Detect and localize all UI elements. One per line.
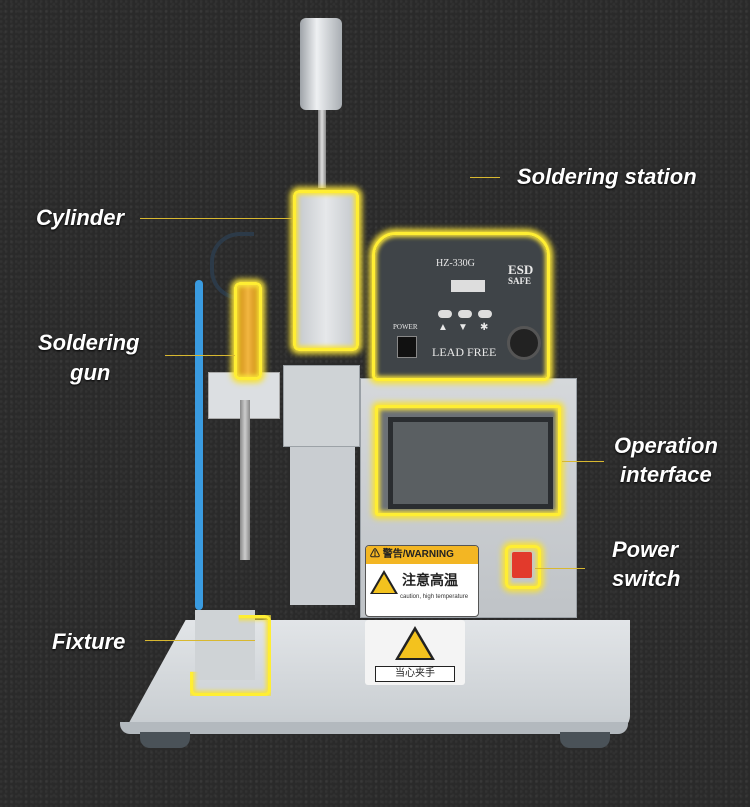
base-plate-edge [120,722,628,734]
soldering-station-label: Soldering station [517,164,697,189]
soldering-tip [240,400,250,560]
station-set-button[interactable] [478,310,492,318]
warning-en: /WARNING [402,549,454,560]
warning-sticker: ⚠ 警告/WARNING 注意高温 caution, high temperat… [365,545,479,617]
pinch-label: 当心夹手 [375,666,455,682]
soldering-gun-label-2: gun [70,360,111,385]
lead-free-label: LEAD FREE [432,345,497,359]
interface-leader [562,461,604,462]
station-lcd [451,280,485,292]
cylinder-cap [300,18,342,110]
power-switch[interactable] [512,552,532,578]
operation-interface-label-1: Operation [614,433,718,458]
operation-interface-label-2: interface [620,462,712,487]
esd-label: ESD [508,262,534,277]
asterisk-icon: ✱ [480,322,489,333]
soldering-gun-label-1: Soldering [38,330,140,355]
hand-pinch-icon-fill [399,631,431,658]
station-power-switch[interactable] [397,336,417,358]
piston-rod [318,110,326,188]
fixture-leader [145,640,255,641]
fixture-cylinder [195,610,255,680]
down-arrow-icon: ▼ [458,322,468,333]
hose-loop [210,232,254,300]
vertical-column [290,445,355,605]
station-down-button[interactable] [458,310,472,318]
power-switch-label-1: Power [612,537,679,562]
soldering-gun [234,282,262,380]
gun-connector [507,326,541,360]
warning-main-text: 注意高温 [402,572,458,588]
touch-screen[interactable] [388,417,553,509]
up-arrow-icon: ▲ [438,322,448,333]
power-switch-highlight [505,545,541,589]
station-leader [470,177,500,178]
station-up-button[interactable] [438,310,452,318]
cylinder-leader [140,218,293,219]
warning-sub-text: caution, high temperature [400,594,469,600]
foot-right [560,732,610,748]
warning-icon: ⚠ [370,549,380,560]
cylinder-label: Cylinder [36,205,125,230]
pinch-hazard-sticker: 当心夹手 [365,620,465,685]
air-tube [195,280,203,610]
gun-leader [165,355,235,356]
cylinder [293,190,359,351]
station-power-label: POWER [393,323,418,331]
station-model: HZ-330G [436,258,475,269]
safe-label: SAFE [508,276,532,286]
slide-head [283,365,360,447]
foot-left [140,732,190,748]
switch-leader [535,568,585,569]
hot-surface-icon-fill [373,574,395,593]
warning-cn: 警告 [382,549,403,560]
fixture-label: Fixture [52,629,126,654]
power-switch-label-2: switch [612,566,681,591]
